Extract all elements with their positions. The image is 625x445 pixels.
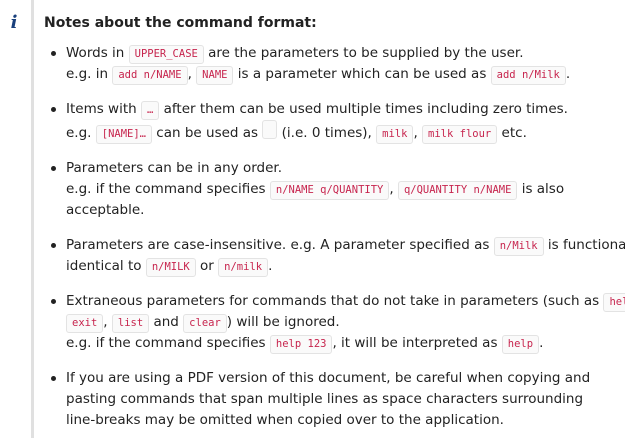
code-snippet: milk (376, 125, 414, 144)
code-snippet: help (501, 335, 540, 354)
note-line: acceptable. (66, 202, 145, 218)
note-repeatable-items: Items with … after them can be used mult… (44, 99, 614, 144)
code-snippet: … (141, 101, 160, 120)
note-line: Parameters can be in any order. (66, 160, 283, 176)
note-uppercase-parameters: Words in UPPER_CASE are the parameters t… (44, 43, 614, 85)
note-case-insensitive: Parameters are case-insensitive. e.g. A … (44, 235, 625, 277)
code-snippet: n/MILK (145, 258, 196, 277)
code-snippet: n/NAME q/QUANTITY (269, 181, 390, 200)
code-snippet: [NAME]… (95, 125, 153, 144)
code-snippet: exit (66, 314, 104, 333)
code-snippet: q/QUANTITY n/NAME (397, 181, 518, 200)
code-snippet: help (603, 293, 625, 312)
empty-code-snippet (262, 120, 278, 139)
code-snippet: help 123 (269, 335, 333, 354)
code-snippet: list (111, 314, 150, 333)
note-line: exit, list and clear) will be ignored. (66, 312, 614, 333)
note-pdf-copy-warning: If you are using a PDF version of this d… (44, 368, 614, 431)
note-any-order: Parameters can be in any order. e.g. if … (44, 158, 614, 221)
note-line: identical to n/MILK or n/milk. (66, 256, 614, 277)
code-snippet: NAME (196, 66, 234, 85)
note-line: Extraneous parameters for commands that … (66, 291, 625, 312)
callout-title: Notes about the command format: (44, 15, 317, 31)
note-line: e.g. if the command specifies help 123, … (66, 333, 614, 354)
info-icon: i (10, 12, 18, 33)
note-line: Parameters are case-insensitive. e.g. A … (66, 235, 625, 256)
note-line: e.g. in add n/NAME, NAME is a parameter … (66, 64, 614, 85)
note-line: e.g. if the command specifies n/NAME q/Q… (66, 179, 614, 200)
note-line: If you are using a PDF version of this d… (66, 370, 591, 428)
note-line: Words in UPPER_CASE are the parameters t… (66, 43, 614, 64)
callout-border (31, 0, 34, 438)
code-snippet: UPPER_CASE (128, 45, 204, 64)
note-line: Items with … after them can be used mult… (66, 99, 614, 120)
note-extraneous-parameters: Extraneous parameters for commands that … (44, 291, 625, 354)
notes-list: Words in UPPER_CASE are the parameters t… (44, 43, 625, 431)
code-snippet: add n/Milk (490, 66, 566, 85)
code-snippet: clear (183, 314, 227, 333)
code-snippet: add n/NAME (112, 66, 188, 85)
code-snippet: n/milk (218, 258, 269, 277)
code-snippet: n/Milk (493, 237, 544, 256)
notes-callout: Notes about the command format: Words in… (44, 13, 625, 445)
note-line: e.g. [NAME]… can be used as (i.e. 0 time… (66, 120, 614, 144)
code-snippet: milk flour (422, 125, 498, 144)
